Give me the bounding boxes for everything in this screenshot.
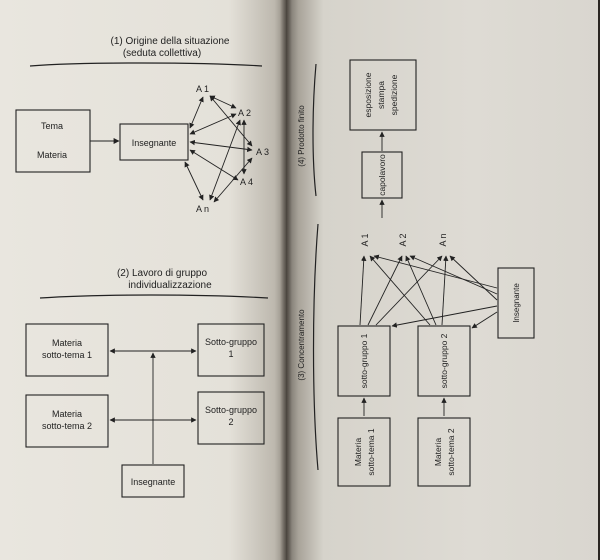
materia1-right-box [337, 417, 391, 487]
sottogruppo1-right-box [337, 325, 391, 397]
student-a2: A 2 [238, 108, 251, 118]
tema-label: Tema [41, 121, 63, 131]
esposizione-l1: esposizione [363, 72, 373, 117]
materia1-right-l1: Materia [353, 438, 363, 467]
esposizione-box [349, 59, 417, 131]
sottogruppo2-right-label: sotto-gruppo 2 [439, 333, 449, 388]
section2-title: (2) Lavoro di gruppo [117, 268, 207, 279]
insegnante-box [119, 123, 189, 161]
sottogruppo1-l1: Sotto-gruppo [205, 337, 257, 347]
sottogruppo2-right-box [417, 325, 471, 397]
section3-brace [312, 223, 319, 471]
left-page [0, 0, 286, 560]
sottogruppo2-l2: 2 [228, 417, 233, 427]
sottogruppo2-box [197, 391, 265, 445]
sottogruppo1-box [197, 323, 265, 377]
capolavoro-label: capolavoro [377, 154, 387, 196]
materia1-l2: sotto-tema 1 [42, 350, 92, 360]
section2-subtitle: individualizzazione [128, 280, 212, 291]
section1-subtitle: (seduta collettiva) [123, 48, 201, 59]
section1-brace [29, 62, 263, 67]
section4-brace [312, 63, 317, 197]
materia-sottotema2-box [25, 394, 109, 448]
materia2-l2: sotto-tema 2 [42, 421, 92, 431]
materia2-l1: Materia [52, 409, 82, 419]
capolavoro-box [361, 151, 403, 199]
insegnante2-box [121, 464, 185, 498]
section4-title: (4) Prodotto finito [297, 105, 306, 167]
student-a1: A 1 [196, 84, 209, 94]
student-a2-right: A 2 [398, 233, 408, 246]
section-concentramento: (3) Concentramento A 1 A 2 A n Insegnant… [297, 223, 535, 487]
student-an-right: A n [438, 233, 448, 246]
sottogruppo1-l2: 1 [228, 349, 233, 359]
materia-sottotema1-box [25, 323, 109, 377]
section-lavoro-gruppo: (2) Lavoro di gruppo individualizzazione… [25, 268, 269, 498]
student-an: A n [196, 204, 209, 214]
esposizione-l2: stampa [376, 81, 386, 109]
materia2-right-l2: sotto-tema 2 [446, 428, 456, 476]
materia1-l1: Materia [52, 338, 82, 348]
student-a1-right: A 1 [360, 233, 370, 246]
section3-arrows [359, 254, 498, 416]
student-a3: A 3 [256, 147, 269, 157]
sottogruppo2-l1: Sotto-gruppo [205, 405, 257, 415]
student-a4: A 4 [240, 177, 253, 187]
esposizione-l3: spedizione [389, 74, 399, 115]
materia2-right-box [417, 417, 471, 487]
materia2-right-l1: Materia [433, 438, 443, 467]
section2-arrows [109, 348, 197, 464]
section2-brace [39, 294, 269, 299]
sottogruppo1-right-label: sotto-gruppo 1 [359, 333, 369, 388]
book-gutter [280, 0, 292, 560]
insegnante2-label: Insegnante [131, 477, 176, 487]
insegnante-right-label: Insegnante [512, 283, 521, 323]
insegnante-right-box [497, 267, 535, 339]
section1-title: (1) Origine della situazione [111, 36, 230, 47]
section3-title: (3) Concentramento [297, 309, 306, 381]
materia-label: Materia [37, 150, 67, 160]
section1-arrows [184, 95, 253, 203]
section-prodotto-finito: (4) Prodotto finito esposizione stampa s… [297, 59, 417, 218]
tema-materia-box [15, 109, 91, 173]
materia1-right-l2: sotto-tema 1 [366, 428, 376, 476]
insegnante-label: Insegnante [132, 138, 177, 148]
section-origine: (1) Origine della situazione (seduta col… [15, 36, 269, 214]
